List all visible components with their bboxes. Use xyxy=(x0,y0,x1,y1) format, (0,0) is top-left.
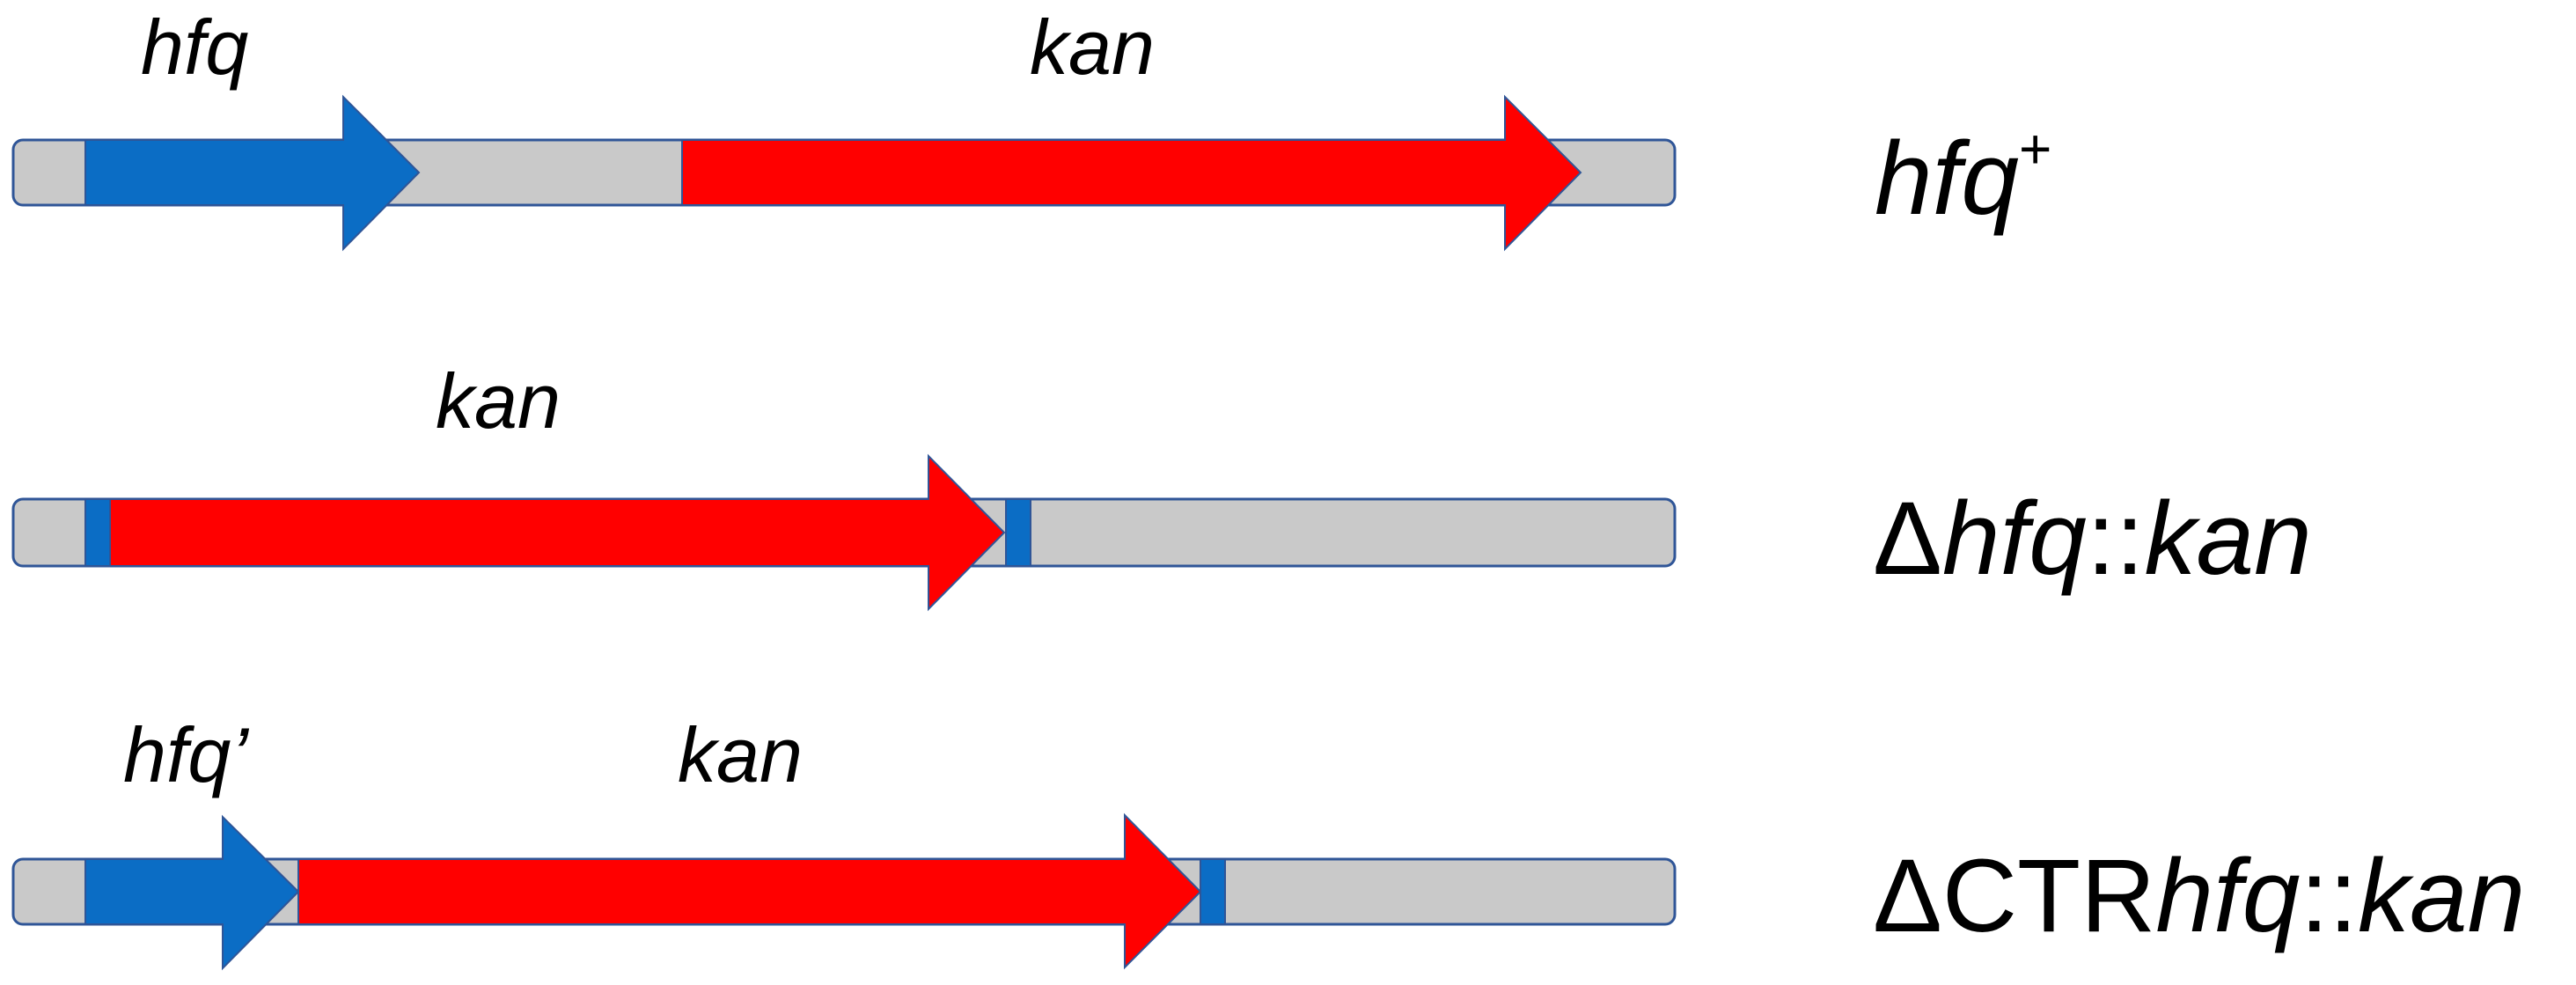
hfq-gene-label: hfq xyxy=(141,4,248,91)
hfq-remnant-right xyxy=(1200,858,1226,925)
strain-label-ctr-deletion: ΔCTRhfq::kan xyxy=(1873,838,2525,954)
kan-gene-arrow xyxy=(681,94,1582,252)
construct-wild-type: hfq kan hfq+ xyxy=(11,4,2051,252)
construct-ctr-deletion: hfq’ kan ΔCTRhfq::kan xyxy=(11,711,2525,971)
hfq-truncated-gene-label: hfq’ xyxy=(123,711,249,798)
kan-gene-arrow xyxy=(297,812,1202,970)
kan-gene-arrow xyxy=(109,453,1006,612)
hfq-remnant-left xyxy=(84,498,111,567)
hfq-remnant-right xyxy=(1005,498,1031,567)
strain-label-wild-type: hfq+ xyxy=(1875,117,2051,237)
kan-gene-label: kan xyxy=(436,357,561,445)
hfq-truncated-arrow xyxy=(84,814,300,971)
construct-deletion: kan Δhfq::kan xyxy=(11,357,2312,612)
kan-gene-label: kan xyxy=(678,711,803,798)
kan-gene-label: kan xyxy=(1030,4,1155,91)
strain-label-deletion: Δhfq::kan xyxy=(1873,481,2312,597)
hfq-gene-arrow xyxy=(84,94,421,252)
